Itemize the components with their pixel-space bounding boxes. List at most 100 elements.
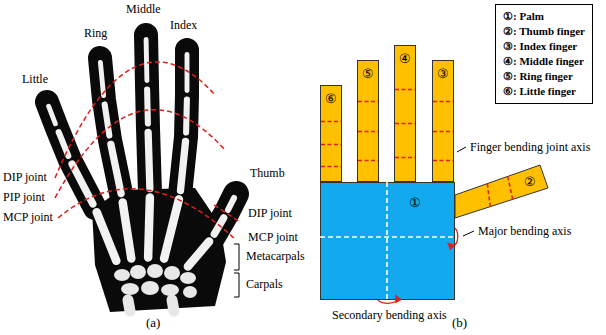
bone — [144, 89, 151, 123]
part-label: Secondary bending axis — [332, 308, 447, 322]
part-label: Little — [22, 72, 48, 86]
part-label: DIP joint — [248, 206, 292, 220]
legend-entry: ⑤: Ring finger — [503, 69, 585, 84]
carpal-bone — [161, 284, 179, 296]
major-axis-leader — [463, 231, 474, 236]
callout-number: ① — [409, 195, 421, 210]
hand-strokes — [47, 35, 236, 270]
major-axis-line — [320, 236, 455, 238]
bone — [164, 199, 179, 258]
part-label: Ring — [84, 26, 107, 40]
bone — [148, 197, 150, 257]
finger-joint-axis — [433, 131, 453, 133]
callout-number: ⑥ — [325, 91, 337, 106]
finger-joint-axis — [395, 89, 415, 91]
finger-box: ④ — [394, 45, 416, 182]
finger-box: ⑥ — [320, 85, 342, 182]
finger-silhouette — [100, 58, 122, 198]
secondary-axis-line — [386, 182, 388, 300]
carpal-bone — [164, 266, 180, 280]
part-label: PIP joint — [3, 190, 45, 204]
bone — [188, 241, 209, 266]
finger-joint-axis — [358, 101, 378, 103]
finger-axis-leader — [457, 147, 466, 152]
hand-bones — [49, 39, 234, 311]
mcp-arc — [58, 189, 236, 240]
palm-box: ① — [320, 182, 455, 300]
bone — [123, 202, 132, 258]
legend-entry: ②: Thumb finger — [503, 24, 585, 39]
brackets — [234, 244, 239, 297]
finger-joint-axis — [395, 123, 415, 125]
finger-joint-axis — [487, 184, 490, 207]
bone — [97, 212, 117, 261]
rotation-arrow — [450, 228, 458, 246]
thumb-outline — [455, 163, 550, 220]
part-label: Carpals — [246, 277, 283, 291]
bone — [111, 144, 121, 193]
finger-silhouette — [180, 50, 187, 195]
callout-number: ② — [524, 174, 536, 189]
thumb-box: ② — [455, 163, 550, 220]
finger-joint-axis — [358, 160, 378, 162]
callout-number: ③ — [437, 66, 449, 81]
callout-number: ⑤ — [362, 66, 374, 81]
finger-joint-axis — [395, 157, 415, 159]
bone — [144, 39, 150, 80]
bone — [72, 164, 93, 204]
carpal-bracket — [234, 273, 239, 297]
legend-entry: ①: Palm — [503, 9, 585, 24]
carpal-bone — [141, 281, 159, 295]
bone — [100, 62, 103, 95]
metacarpal-bracket — [234, 244, 239, 270]
part-label: Middle — [126, 2, 161, 16]
finger-silhouette — [185, 194, 236, 270]
legend-entry: ③: Index finger — [503, 39, 585, 54]
legend-entry: ④: Middle finger — [503, 54, 585, 69]
joint-axis-arcs — [55, 62, 240, 240]
legend-entry: ⑥: Little finger — [503, 84, 585, 99]
rotation-arrow — [378, 298, 397, 303]
bone — [228, 198, 234, 210]
part-label: (b) — [452, 316, 467, 330]
carpal-bone — [130, 265, 146, 279]
part-label: MCP joint — [3, 210, 53, 224]
finger-box: ③ — [432, 60, 454, 182]
part-label: Thumb — [250, 166, 285, 180]
pip-arc — [55, 110, 225, 198]
finger-joint-axis — [321, 166, 341, 168]
part-label: MCP joint — [248, 230, 298, 244]
finger-joint-axis — [433, 101, 453, 103]
finger-joint-axis — [508, 176, 513, 199]
palm-axes — [320, 182, 455, 300]
part-label: Metacarpals — [246, 249, 305, 263]
carpal-bone — [180, 272, 196, 284]
palm-silhouette — [92, 188, 226, 312]
forearm-bone — [128, 300, 130, 311]
carpal-bone — [121, 283, 139, 295]
carpal-bone — [183, 286, 197, 298]
part-label: (a) — [146, 316, 160, 330]
part-label: Finger bending joint axis — [470, 140, 590, 154]
callout-number: ④ — [399, 51, 411, 66]
finger-joint-axis — [321, 121, 341, 123]
thumb-shape — [455, 165, 548, 218]
bone — [183, 99, 190, 132]
finger-joint-axis — [321, 144, 341, 146]
legend-box: ①: Palm②: Thumb finger③: Index finger④: … — [495, 4, 593, 104]
part-label: DIP joint — [3, 170, 47, 184]
thumb-dip-arc — [214, 205, 240, 222]
finger-box: ⑤ — [357, 60, 379, 182]
forearm-bone — [172, 300, 174, 311]
part-label: Index — [170, 18, 197, 32]
part-label: Major bending axis — [478, 224, 571, 238]
finger-silhouette — [146, 35, 150, 193]
carpal-bone — [114, 269, 130, 281]
carpal-bone — [147, 264, 163, 278]
finger-silhouette — [47, 102, 95, 208]
bone — [148, 132, 150, 188]
bone — [49, 106, 56, 124]
bone — [180, 141, 185, 190]
